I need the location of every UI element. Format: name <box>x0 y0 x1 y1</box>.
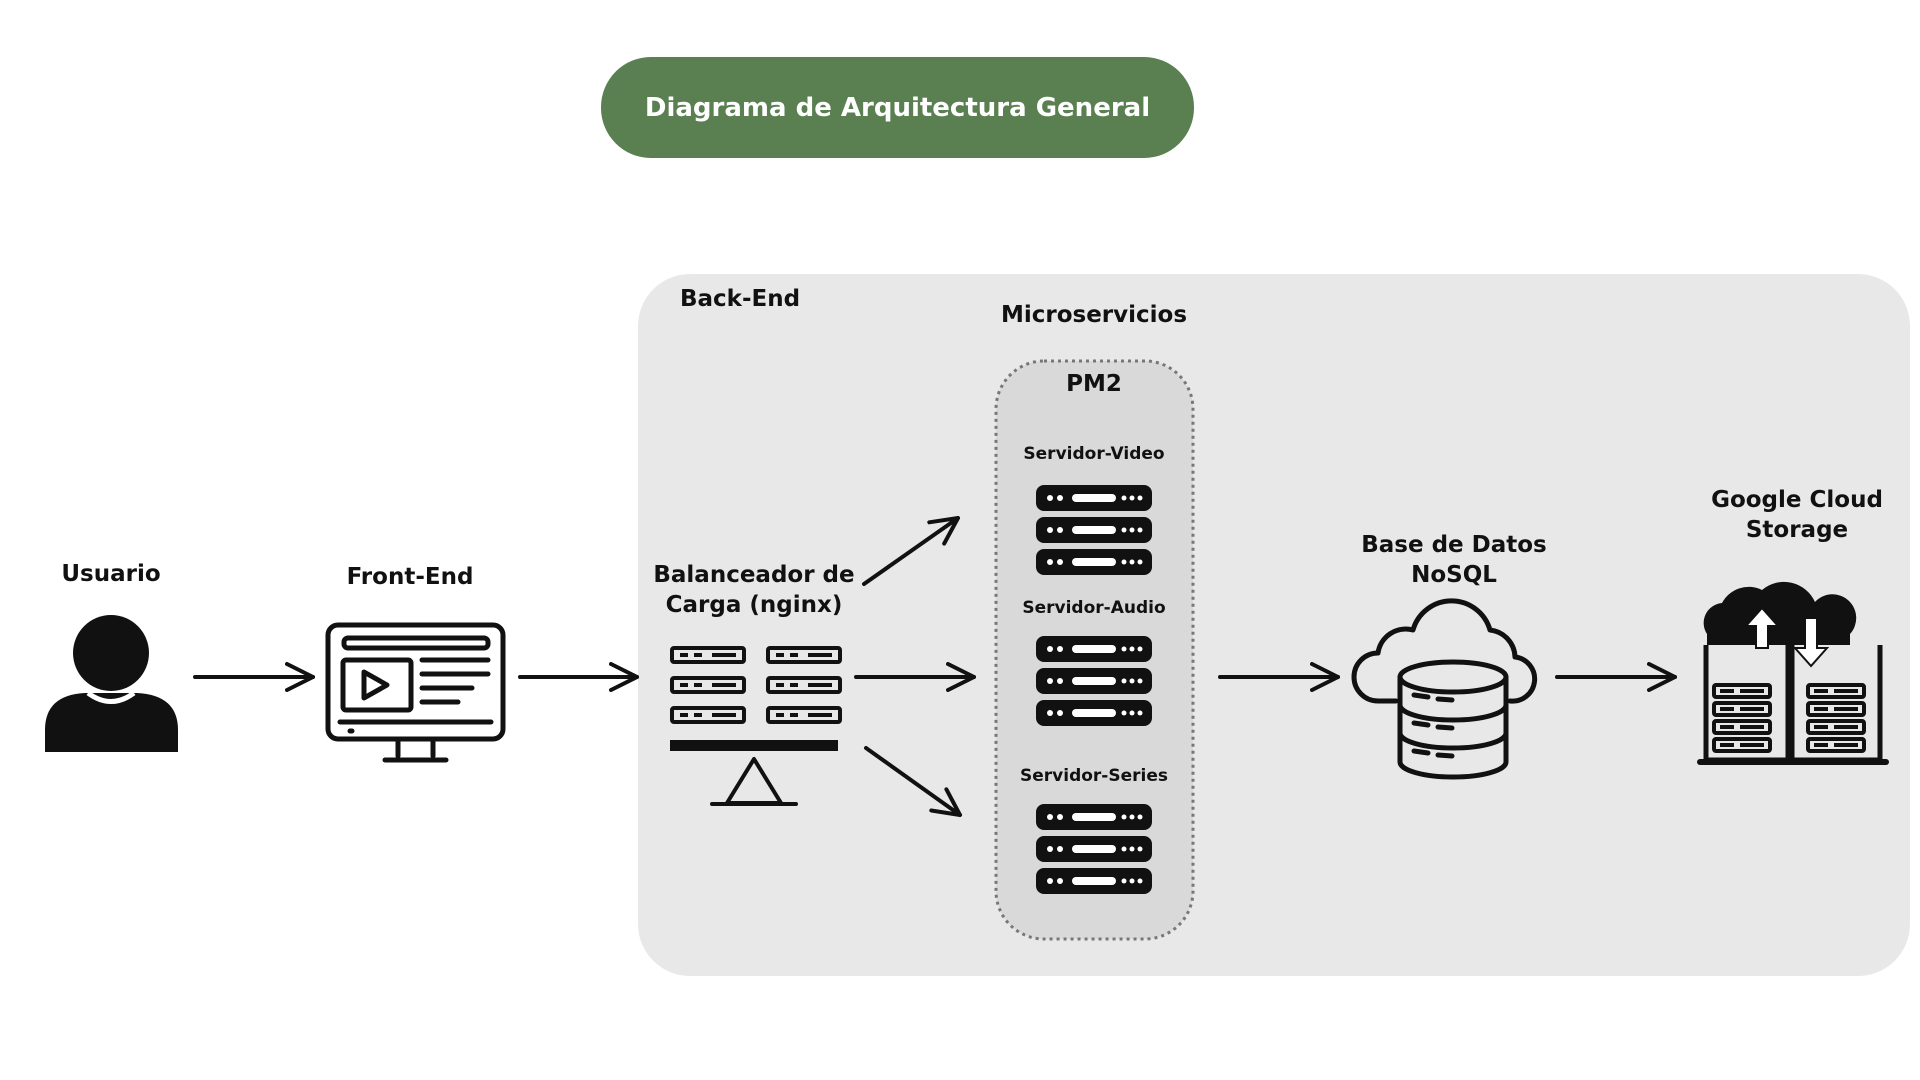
server-audio-label: Servidor-Audio <box>1022 598 1166 618</box>
usuario-label: Usuario <box>61 561 161 587</box>
pm2-label: PM2 <box>1066 371 1122 397</box>
load-balancer-icon <box>670 646 842 806</box>
server-rack-icon-series <box>1036 804 1152 894</box>
database-label-line2: NoSQL <box>1411 561 1497 588</box>
frontend-label: Front-End <box>346 564 474 590</box>
microservices-label: Microservicios <box>1000 302 1188 328</box>
diagram-title-text: Diagrama de Arquitectura General <box>644 92 1151 123</box>
server-series-label: Servidor-Series <box>1020 766 1168 786</box>
storage-label-line1: Google Cloud <box>1711 487 1883 513</box>
balancer-label: Balanceador de Carga (nginx) <box>640 561 868 621</box>
user-icon <box>45 615 178 752</box>
server-video-label: Servidor-Video <box>1023 444 1165 464</box>
diagram-title: Diagrama de Arquitectura General <box>601 57 1194 158</box>
monitor-video-icon <box>325 622 506 763</box>
cloud-database-icon <box>1351 598 1538 780</box>
server-rack-icon-audio <box>1036 636 1152 726</box>
database-label-line1: Base de Datos <box>1361 532 1547 558</box>
storage-label: Google Cloud Storage <box>1697 486 1897 546</box>
balancer-label-line1: Balanceador de <box>653 562 855 588</box>
server-rack-icon-video <box>1036 485 1152 575</box>
backend-label: Back-End <box>680 286 801 312</box>
balancer-label-line2: Carga (nginx) <box>665 591 843 618</box>
database-label: Base de Datos NoSQL <box>1354 531 1554 591</box>
arrow-balancer-series <box>864 746 962 817</box>
storage-label-line2: Storage <box>1745 516 1849 543</box>
arrow-balancer-video <box>862 516 960 586</box>
cloud-storage-icon <box>1697 581 1889 765</box>
